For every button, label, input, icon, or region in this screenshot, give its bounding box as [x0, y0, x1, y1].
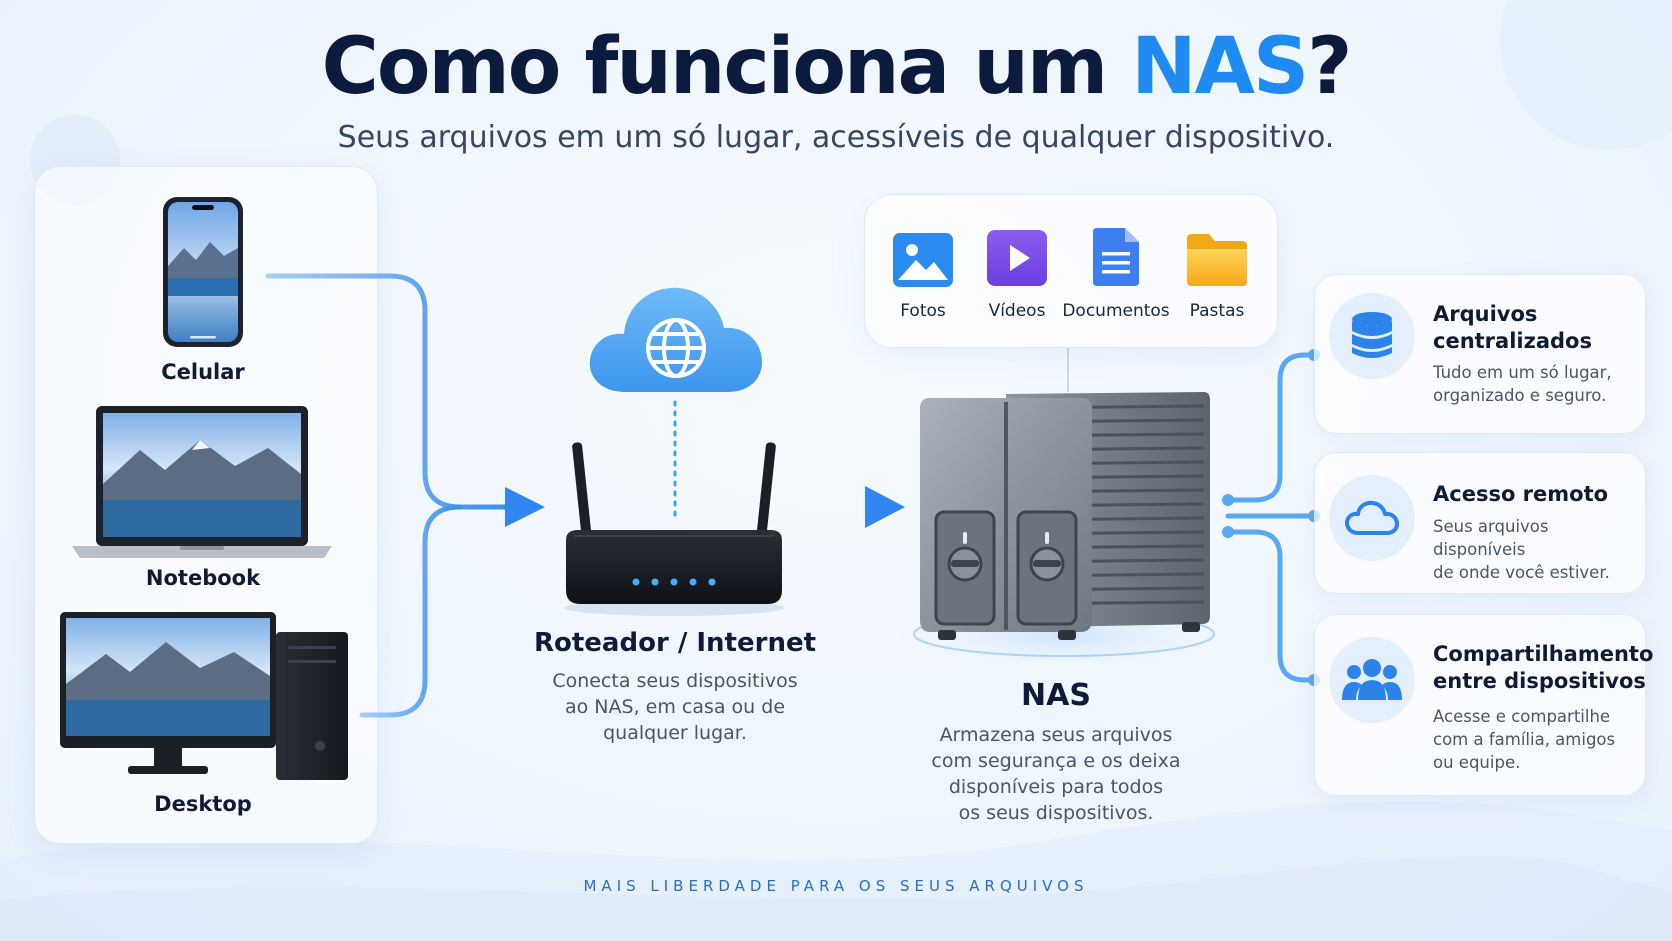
nas-description: Armazena seus arquivos com segurança e o…: [896, 722, 1216, 826]
document-icon: [1093, 228, 1139, 286]
feature-description-line: de onde você estiver.: [1433, 563, 1610, 582]
feature-title-line: Arquivos: [1433, 302, 1538, 326]
feature-title: Acesso remoto: [1433, 481, 1608, 508]
feature-description-line: Acesse e compartilhe: [1433, 707, 1611, 726]
feature-description-line: Seus arquivos disponíveis: [1433, 517, 1549, 559]
folder-icon: [1187, 234, 1247, 286]
feature-description-line: com a família, amigos: [1433, 730, 1616, 749]
database-icon: [1352, 312, 1392, 358]
nas-title: NAS: [1021, 678, 1091, 713]
feature-description-line: organizado e seguro.: [1433, 386, 1607, 405]
feature-description: Tudo em um só lugar, organizado e seguro…: [1433, 361, 1638, 407]
router-description-line: qualquer lugar.: [603, 722, 747, 744]
feature-title-line: centralizados: [1433, 329, 1592, 353]
feature-description-line: Tudo em um só lugar,: [1433, 363, 1612, 382]
nas-description-line: com segurança e os deixa: [931, 750, 1181, 772]
file-type-label: Documentos: [1062, 301, 1170, 321]
feature-card-compartilhamento: Compartilhamento entre dispositivos Aces…: [1314, 614, 1653, 796]
device-label-desktop: Desktop: [154, 792, 252, 816]
feature-description: Acesse e compartilhe com a família, amig…: [1433, 705, 1638, 774]
device-label-notebook: Notebook: [145, 566, 261, 590]
router-description: Conecta seus dispositivos ao NAS, em cas…: [515, 668, 835, 746]
globe-cloud-icon: [589, 287, 762, 392]
feature-card-arquivos-centralizados: Arquivos centralizados Tudo em um só lug…: [1314, 274, 1646, 434]
nas-description-line: Armazena seus arquivos: [939, 724, 1173, 746]
nas-device-icon: [888, 392, 1240, 672]
feature-description-line: ou equipe.: [1433, 753, 1521, 772]
router-description-line: Conecta seus dispositivos: [552, 670, 798, 692]
feature-title-line: Acesso remoto: [1433, 482, 1609, 506]
feature-title: Compartilhamento entre dispositivos: [1433, 641, 1653, 695]
feature-icon-background: [1329, 293, 1415, 379]
footer-tagline: MAIS LIBERDADE PARA OS SEUS ARQUIVOS: [583, 877, 1089, 895]
feature-title: Arquivos centralizados: [1433, 301, 1592, 355]
feature-card-acesso-remoto: Acesso remoto Seus arquivos disponíveis …: [1314, 452, 1646, 594]
feature-title-line: entre dispositivos: [1433, 669, 1646, 693]
nas-description-line: disponíveis para todos: [948, 776, 1164, 798]
title-end: ?: [1307, 22, 1352, 112]
router-title: Roteador / Internet: [533, 628, 817, 658]
file-type-label: Fotos: [900, 301, 946, 321]
feature-icon-background: [1329, 475, 1415, 561]
feature-description: Seus arquivos disponíveis de onde você e…: [1433, 515, 1638, 584]
feature-title-line: Compartilhamento: [1433, 642, 1654, 666]
photo-icon: [893, 233, 953, 287]
desktop-computer-icon: [60, 612, 348, 780]
nas-description-line: os seus dispositivos.: [958, 802, 1154, 824]
router-icon: [564, 442, 784, 616]
video-play-icon: [987, 230, 1047, 286]
page-title: Como funciona um NAS?: [0, 28, 1672, 106]
file-type-label: Vídeos: [988, 301, 1046, 321]
feature-icon-background: [1329, 637, 1415, 723]
device-label-celular: Celular: [161, 360, 245, 384]
laptop-icon: [72, 406, 332, 558]
page-subtitle: Seus arquivos em um só lugar, acessíveis…: [337, 120, 1335, 155]
router-description-line: ao NAS, em casa ou de: [564, 696, 786, 718]
users-group-icon: [1342, 659, 1402, 700]
file-type-label: Pastas: [1189, 301, 1245, 321]
title-accent: NAS: [1131, 22, 1309, 112]
smartphone-icon: [163, 197, 243, 347]
title-main: Como funciona um: [321, 22, 1132, 112]
cloud-icon: [1345, 500, 1399, 535]
